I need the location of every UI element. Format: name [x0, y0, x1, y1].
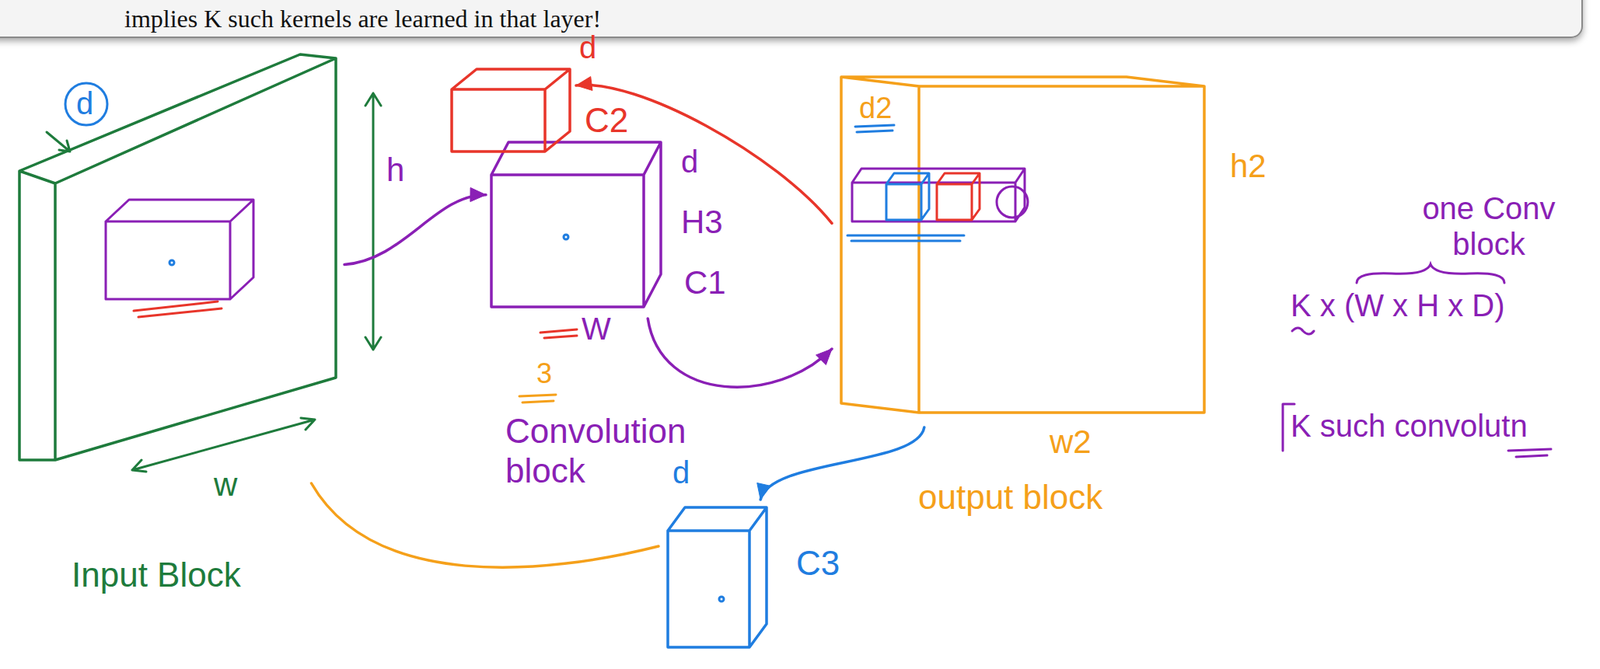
connector [647, 318, 832, 388]
depth-arrow [46, 132, 70, 152]
block-edge [105, 199, 254, 300]
underline [540, 329, 577, 339]
block-edge [936, 173, 980, 221]
connector [576, 76, 832, 224]
convolution-block: Convolution block [485, 128, 677, 319]
arrow-head [576, 76, 593, 91]
block-edge [841, 76, 1205, 413]
arrow-head [816, 349, 832, 366]
block-edge [563, 234, 569, 240]
block-edge [491, 142, 661, 308]
dimension-label: d [672, 454, 690, 491]
dimension-label: d2 [859, 91, 892, 126]
dimension-label: H3 [681, 203, 724, 242]
brace [1356, 264, 1505, 283]
block-outline [658, 499, 787, 656]
block-edge [169, 260, 175, 266]
block-label: C2 [584, 101, 629, 141]
block-outline [443, 62, 577, 156]
arrow-head [757, 483, 772, 500]
connector-line [576, 84, 832, 224]
underline [1508, 449, 1552, 458]
connector-line [344, 195, 486, 266]
dimension-label: w2 [1049, 423, 1092, 462]
dimension-label: d [76, 85, 94, 122]
circle-mark [65, 83, 108, 126]
block-label: C3 [796, 544, 840, 584]
arrow-head [470, 188, 486, 203]
block-edge [996, 186, 1028, 218]
input-block: Input Block [13, 54, 345, 484]
formula-text: K x (W x H x D) [1290, 287, 1506, 324]
connector-line [647, 318, 832, 388]
tilde [1292, 328, 1314, 335]
connector [757, 427, 925, 500]
connector [344, 188, 486, 266]
slide-box [0, 0, 1583, 38]
underline [133, 301, 222, 318]
block-edge [667, 507, 767, 648]
kernel-block: C3 [658, 499, 787, 656]
underline [519, 394, 556, 403]
underline [855, 125, 895, 133]
dimension-label: C1 [684, 264, 727, 302]
dimension-label: h2 [1229, 147, 1267, 186]
dimension-label: h [386, 151, 405, 189]
connector-line [311, 483, 660, 568]
width-arrow [132, 418, 315, 472]
block-outline [13, 54, 345, 484]
block-edge [19, 54, 336, 461]
connector-line [760, 427, 925, 500]
block-label: output block [918, 478, 1103, 518]
height-arrow [365, 93, 381, 350]
connector [311, 483, 660, 568]
kernel-block: C2 [443, 62, 577, 156]
block-edge [451, 69, 570, 152]
dimension-label: d [579, 29, 597, 66]
block-edge [719, 597, 724, 602]
block-outline [485, 128, 677, 319]
dimension-label: d [681, 143, 699, 180]
slide-text: implies K such kernels are learned in th… [124, 4, 601, 34]
block-edge [886, 173, 930, 221]
dimension-label: 3 [536, 357, 552, 390]
note-text: one Conv block [1391, 190, 1587, 263]
block-label: Input Block [71, 555, 242, 596]
note-text: K such convolutn [1290, 408, 1528, 444]
dimension-label: W [581, 310, 612, 347]
dimension-label: w [213, 466, 238, 504]
block-edge [847, 235, 965, 242]
block-label: Convolution block [505, 412, 686, 491]
